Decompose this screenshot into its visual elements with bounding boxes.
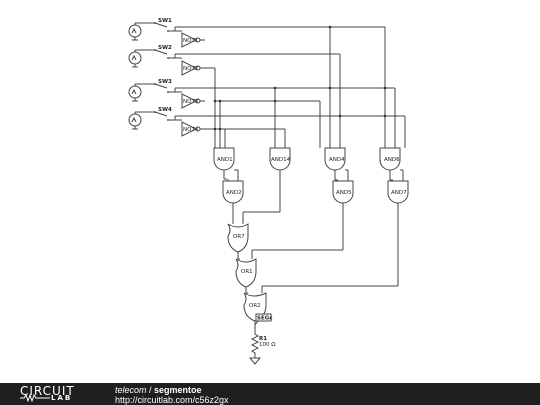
switch-sw4[interactable] [154,111,168,117]
and-gate-6-label: AND6 [384,157,400,163]
switch-sw1-label: SW1 [158,18,172,24]
logo-bottom-text: LAB [51,394,73,402]
breadcrumb-separator: / [146,385,155,395]
or-gate-1-label: OR1 [241,269,253,275]
or-gate-1[interactable]: OR1 [235,258,257,294]
output-probe[interactable]: SEGc [254,313,273,326]
not-gate-1[interactable]: NOT1 [181,32,205,48]
output-probe-box [255,313,272,322]
not-gate-1-label: NOT1 [183,38,198,44]
and-gate-2[interactable]: AND2 [222,169,244,224]
switch-sw4-label: SW4 [158,107,172,113]
input-row-4: SW4 [128,107,182,130]
breadcrumb-user[interactable]: telecom [115,385,147,395]
circuit-schematic: SW1 SW2 SW3 SW4 NOT1 [128,18,409,365]
and-gate-6[interactable]: AND6 [379,147,401,180]
switch-sw2-label: SW2 [158,45,172,51]
breadcrumb-project[interactable]: segmentoe [154,385,202,395]
or-gate-7-label: OR7 [233,234,245,240]
and-gate-2-label: AND2 [226,190,242,196]
and-gate-5-label: AND5 [336,190,352,196]
logo-top-text: CIRCUIT [20,384,75,398]
and-gate-7[interactable]: AND7 [261,169,409,293]
output-probe-label: SEGc [257,316,273,322]
switch-sw1[interactable] [154,22,168,28]
not-gate-3-label: NOT3 [183,99,199,105]
breadcrumb: telecom / segmentoe [115,385,202,395]
or-gate-2[interactable]: OR2 [243,292,267,332]
not-gate-4-label: NOT4 [183,127,199,133]
and-gate-4-label: AND4 [329,157,345,163]
and-gate-1-label: AND1 [217,157,233,163]
resistor-r1-name: R1 [259,336,267,342]
not-gate-4[interactable]: NOT4 [181,121,205,137]
switch-sw3-label: SW3 [158,79,172,85]
or-gate-2-label: OR2 [249,303,261,309]
not-gate-2-label: NOT2 [183,66,198,72]
input-row-3: SW3 [128,79,182,102]
input-row-2: SW2 [128,45,182,68]
not-gate-2[interactable]: NOT2 [181,60,205,76]
and-gate-1[interactable]: AND1 [213,147,235,180]
resistor-r1-value: 100 Ω [259,342,275,348]
and-gate-5[interactable]: AND5 [251,169,354,259]
switch-sw2[interactable] [154,49,168,55]
switch-sw3[interactable] [154,83,168,89]
logo-wave-icon [20,394,50,402]
not-gate-3[interactable]: NOT3 [181,93,205,109]
resistor-r1[interactable]: R1 100 Ω [250,332,275,358]
and-gate-14-label: AND14 [271,157,291,163]
circuit-url[interactable]: http://circuitlab.com/c56z2gx [115,395,229,405]
bus-wires [174,25,406,148]
and-gate-14[interactable]: AND14 [242,147,291,224]
and-gate-7-label: AND7 [391,190,407,196]
and-gate-4[interactable]: AND4 [324,147,346,180]
footer-bar: CIRCUIT LAB telecom / segmentoe http://c… [0,383,540,405]
input-row-1: SW1 [128,18,182,41]
ground-symbol [248,357,262,365]
or-gate-7[interactable]: OR7 [227,223,249,260]
